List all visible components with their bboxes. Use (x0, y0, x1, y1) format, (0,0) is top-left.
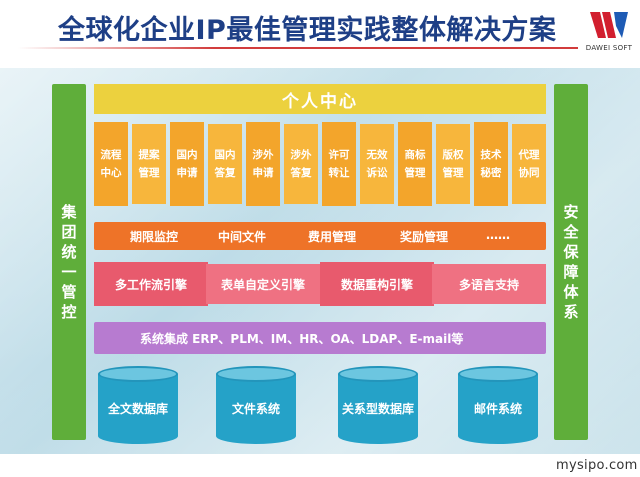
integration-label: 系统集成 ERP、PLM、IM、HR、OA、LDAP、E-mail等 (140, 331, 464, 346)
module-block: 版权管理 (436, 124, 470, 204)
engine-label: 数据重构引擎 (340, 277, 413, 292)
modules-row: 流程中心 提案管理 国内申请 国内答复 涉外申请 涉外答复 许可转让 无效诉讼 … (94, 122, 546, 206)
watermark-text: mysipo.com (556, 458, 638, 473)
engine-label: 多工作流引擎 (114, 277, 187, 292)
module-block: 提案管理 (132, 124, 166, 204)
module-label: 提案管理 (138, 149, 160, 179)
storage-cylinder: 文件系统 (216, 366, 296, 444)
module-label: 技术秘密 (480, 149, 502, 179)
storage-cylinder: 邮件系统 (458, 366, 538, 444)
module-label: 涉外申请 (252, 149, 274, 179)
engine-block: 数据重构引擎 (320, 262, 434, 306)
storage-label: 关系型数据库 (341, 401, 414, 416)
title-underline (18, 47, 578, 49)
storage-label: 文件系统 (231, 401, 280, 416)
module-label: 版权管理 (442, 149, 464, 179)
module-block: 商标管理 (398, 122, 432, 206)
engine-label: 多语言支持 (458, 277, 519, 292)
module-label: 商标管理 (404, 149, 426, 179)
module-block: 代理协同 (512, 124, 546, 204)
personal-center-bar: 个人中心 (94, 84, 546, 114)
module-label: 涉外答复 (290, 149, 312, 179)
engines-row: 多工作流引擎 表单自定义引擎 数据重构引擎 多语言支持 (94, 262, 546, 306)
engine-block: 表单自定义引擎 (206, 264, 320, 304)
service-item: 中间文件 (218, 230, 267, 244)
logo-text: DAWEI SOFT (585, 44, 633, 52)
module-block: 流程中心 (94, 122, 128, 206)
storage-label: 邮件系统 (473, 401, 522, 416)
module-block: 许可转让 (322, 122, 356, 206)
page-title: 全球化企业IP最佳管理实践整体解决方案 (58, 15, 557, 46)
module-label: 许可转让 (328, 149, 350, 179)
left-sidebar-label: 集团统一管控 (61, 203, 77, 321)
service-item: 费用管理 (308, 230, 357, 244)
system-integration-bar: 系统集成 ERP、PLM、IM、HR、OA、LDAP、E-mail等 (94, 322, 546, 354)
logo-mark-icon (590, 12, 628, 38)
module-block: 国内申请 (170, 122, 204, 206)
module-block: 国内答复 (208, 124, 242, 204)
module-label: 无效诉讼 (366, 149, 388, 179)
storage-label: 全文数据库 (107, 401, 168, 416)
service-item: …… (486, 228, 510, 242)
module-block: 涉外申请 (246, 122, 280, 206)
service-item: 奖励管理 (400, 230, 449, 244)
module-block: 涉外答复 (284, 124, 318, 204)
personal-center-label: 个人中心 (282, 91, 358, 112)
module-label: 流程中心 (100, 149, 122, 179)
engine-block: 多工作流引擎 (94, 262, 208, 306)
storage-cylinder: 全文数据库 (98, 366, 178, 444)
engine-label: 表单自定义引擎 (220, 277, 305, 292)
company-logo: DAWEI SOFT (582, 8, 636, 58)
engine-block: 多语言支持 (432, 264, 546, 304)
module-label: 代理协同 (518, 149, 540, 179)
right-sidebar-label: 安全保障体系 (563, 203, 579, 321)
services-bar: 期限监控 中间文件 费用管理 奖励管理 …… (94, 222, 546, 250)
service-item: 期限监控 (130, 230, 179, 244)
module-block: 无效诉讼 (360, 124, 394, 204)
right-sidebar-security: 安全保障体系 (554, 84, 588, 440)
left-sidebar-group-control: 集团统一管控 (52, 84, 86, 440)
module-label: 国内答复 (214, 149, 236, 179)
module-block: 技术秘密 (474, 122, 508, 206)
storage-cylinder: 关系型数据库 (338, 366, 418, 444)
module-label: 国内申请 (176, 149, 198, 179)
